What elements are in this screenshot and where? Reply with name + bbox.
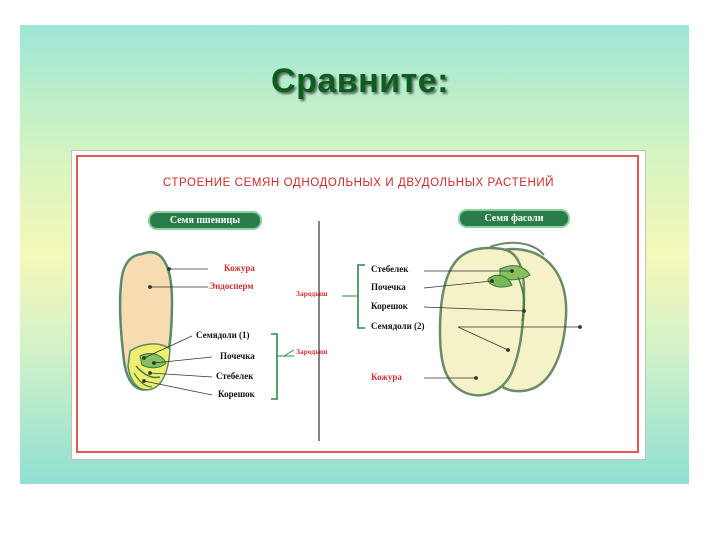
wheat-embryo-label: Зародыш bbox=[296, 347, 328, 356]
bean-label-root: Корешок bbox=[371, 301, 408, 311]
bean-seed-drawing bbox=[438, 241, 568, 397]
wheat-seed-drawing bbox=[118, 251, 174, 391]
bean-seed-title: Семя фасоли bbox=[458, 209, 570, 228]
wheat-label-cotyledons: Семядоли (1) bbox=[196, 330, 250, 340]
wheat-label-stem: Стебелек bbox=[216, 371, 254, 381]
bean-stem-shape bbox=[517, 276, 525, 322]
slide-title: Сравните: bbox=[271, 62, 449, 100]
seed-diagram-drawing bbox=[118, 221, 582, 441]
wheat-embryo-bracket bbox=[271, 333, 278, 400]
bean-embryo-label: Зародыш bbox=[296, 289, 328, 298]
bean-label-stem: Стебелек bbox=[371, 264, 409, 274]
poster-heading: СТРОЕНИЕ СЕМЯН ОДНОДОЛЬНЫХ И ДВУДОЛЬНЫХ … bbox=[162, 177, 555, 189]
bean-embryo-bracket bbox=[357, 264, 365, 329]
wheat-label-bud: Почечка bbox=[220, 351, 255, 361]
wheat-label-endosperm: Эндосперм bbox=[209, 281, 254, 291]
bean-bud-shape bbox=[487, 274, 513, 288]
bean-leader-lines bbox=[423, 269, 582, 380]
bean-seed-coat bbox=[489, 241, 545, 256]
bean-label-coat: Кожура bbox=[371, 372, 402, 382]
wheat-leader-lines bbox=[142, 267, 213, 396]
wheat-label-coat: Кожура bbox=[224, 263, 255, 273]
poster-frame bbox=[76, 155, 639, 453]
seed-structure-poster: СТРОЕНИЕ СЕМЯН ОДНОДОЛЬНЫХ И ДВУДОЛЬНЫХ … bbox=[71, 150, 646, 460]
wheat-label-root: Корешок bbox=[218, 389, 255, 399]
bean-label-cotyledons: Семядоли (2) bbox=[371, 321, 425, 331]
bean-label-bud: Почечка bbox=[371, 282, 406, 292]
wheat-seed-title: Семя пшеницы bbox=[148, 211, 262, 230]
